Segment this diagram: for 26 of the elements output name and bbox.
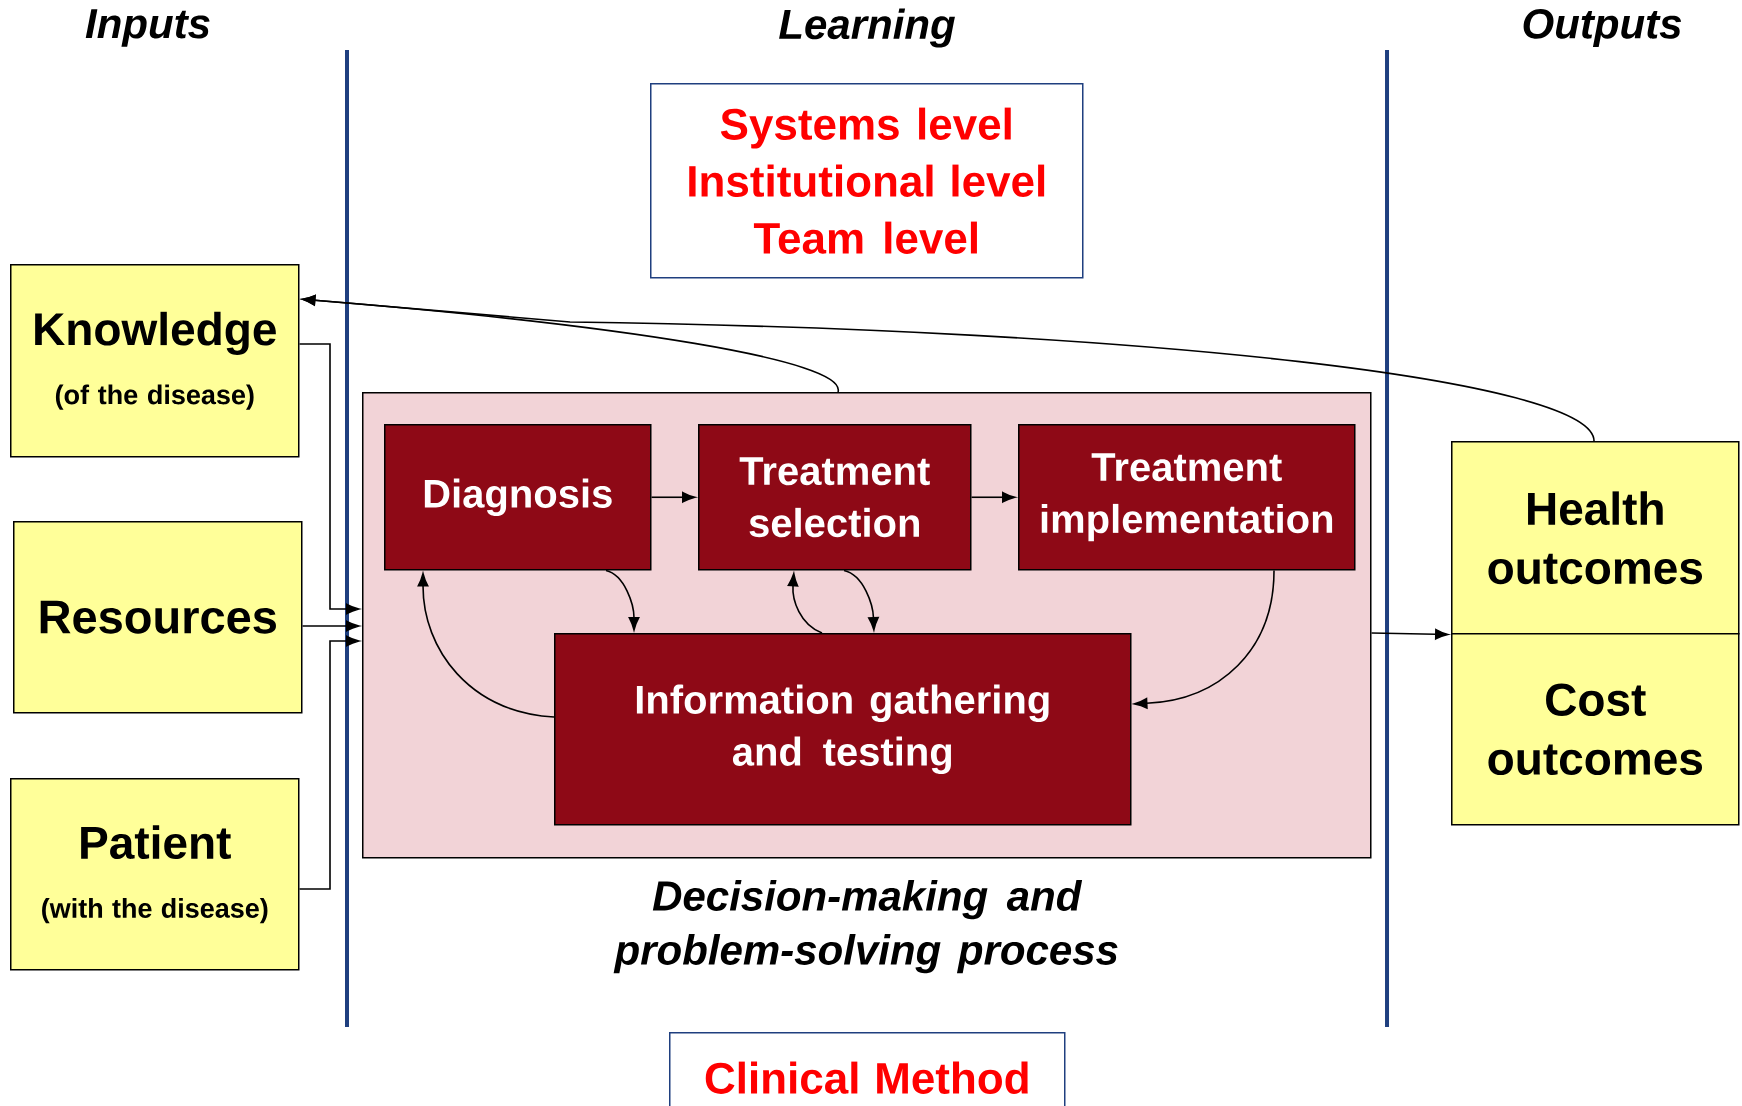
arrow [787,573,823,634]
column-heading: Outputs [1523,9,1682,48]
level-box: Systems level Institutional level Team level [650,83,1084,279]
output-box: Health outcomes [1451,441,1740,635]
process-box: Information gathering and testing [554,633,1132,826]
arrow [417,573,555,718]
process-box: Treatment implementation [1018,424,1356,571]
arrow [298,635,360,890]
arrow [1370,628,1449,640]
input-box: Knowledge (of the disease) [10,264,300,458]
arrow [1134,569,1275,709]
input-box: Resources [13,521,303,714]
arrow [298,343,360,615]
arrow [970,491,1016,503]
process-box: Diagnosis [384,424,652,571]
node-label: Decision-making and problem-solving process [613,880,1118,974]
arrow [605,569,640,631]
arrow [302,294,1595,442]
process-box: Treatment selection [698,424,972,571]
column-heading: Inputs [85,9,210,47]
arrow [301,620,360,632]
method-box: Clinical Method [669,1032,1066,1106]
input-box: Patient (with the disease) [10,778,300,971]
output-box: Cost outcomes [1451,633,1740,826]
arrow [650,491,696,503]
arrow [843,569,879,631]
